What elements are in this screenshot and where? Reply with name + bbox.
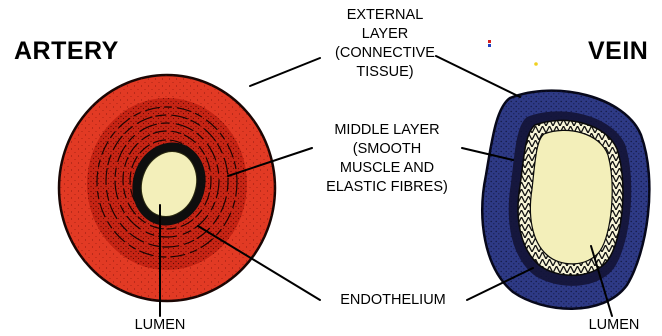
endothelium-label: ENDOTHELIUM: [318, 291, 468, 310]
artery-lumen-label: LUMEN: [118, 316, 202, 335]
vein-lumen-label: LUMEN: [576, 316, 652, 335]
vein-title: VEIN: [588, 37, 648, 66]
external-layer-label-line2: LAYER: [310, 25, 460, 44]
middle-layer-label-line4: ELASTIC FIBRES): [304, 178, 470, 197]
color-specks: [488, 40, 538, 66]
external-layer-label-line1: EXTERNAL: [310, 6, 460, 25]
external-layer-label-line3: (CONNECTIVE: [310, 44, 460, 63]
artery-cross-section: [59, 75, 275, 301]
vein-lumen: [530, 130, 612, 264]
external-layer-label-line4: TISSUE): [310, 63, 460, 82]
middle-layer-label-line3: MUSCLE AND: [304, 159, 470, 178]
artery-title: ARTERY: [14, 37, 119, 66]
external-layer-label: EXTERNAL LAYER (CONNECTIVE TISSUE): [310, 6, 460, 82]
middle-layer-label-line1: MIDDLE LAYER: [304, 121, 470, 140]
vein-cross-section: [482, 91, 649, 309]
middle-layer-label: MIDDLE LAYER (SMOOTH MUSCLE AND ELASTIC …: [304, 121, 470, 197]
middle-layer-label-line2: (SMOOTH: [304, 140, 470, 159]
